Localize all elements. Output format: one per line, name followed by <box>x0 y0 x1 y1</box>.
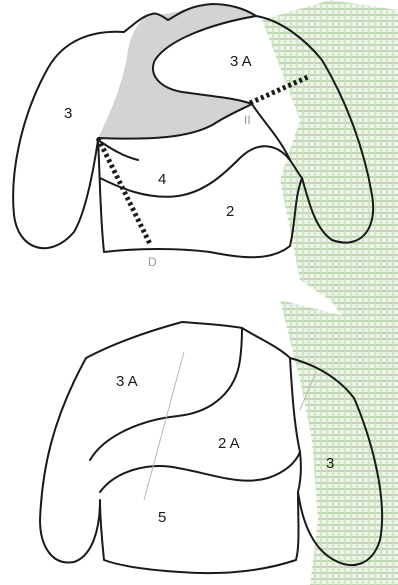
top-middle-divider <box>100 146 290 197</box>
background-texture <box>262 0 398 585</box>
bottom-right-boundary <box>290 358 301 492</box>
top-label-4: 4 <box>158 171 166 188</box>
top-label-2: 2 <box>226 203 234 220</box>
bottom-label-2a: 2 A <box>218 435 240 452</box>
cut-marker-bottom <box>98 138 150 244</box>
bottom-label-3: 3 <box>326 455 334 472</box>
bottom-pencil-stroke-1 <box>144 352 184 500</box>
bottom-label-5: 5 <box>158 509 166 526</box>
top-label-3: 3 <box>64 105 72 122</box>
bottom-label-3a: 3 A <box>116 373 138 390</box>
top-marker-d: D <box>148 255 157 269</box>
shaded-neck-region <box>98 4 256 139</box>
top-label-3a: 3 A <box>230 53 252 70</box>
top-marker-ii: II <box>244 113 251 127</box>
bottom-2a-boundary <box>100 452 300 492</box>
